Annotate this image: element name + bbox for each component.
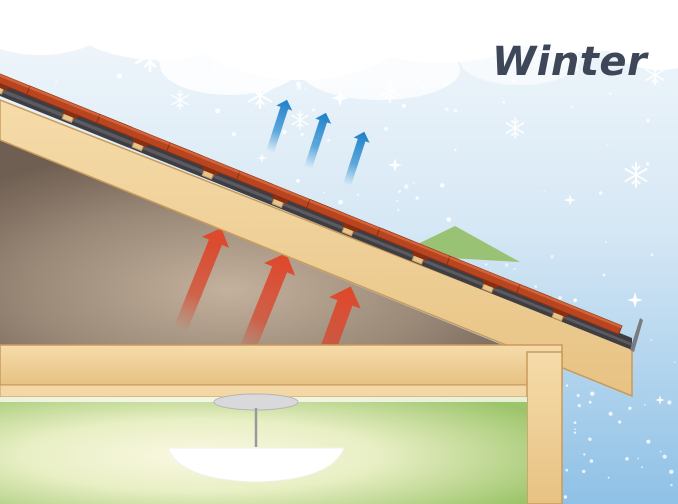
- ceiling-joist: [0, 344, 563, 386]
- sparkle-icon: [564, 194, 576, 206]
- gutter-bracket: [630, 318, 643, 352]
- ceiling-lamp-icon: [167, 393, 345, 483]
- heat-escaping-arrows: [266, 99, 370, 187]
- sparkle-icon: [388, 158, 402, 172]
- wall-post: [526, 351, 563, 504]
- heat-rising-arrow-icon: [237, 253, 296, 358]
- roof-rafter: [0, 99, 633, 398]
- sparkle-icon: [627, 292, 643, 308]
- snow-cloud: [0, 0, 678, 100]
- season-title: Winter: [492, 39, 648, 85]
- sparkle-icon: [257, 153, 267, 163]
- heat-rising-arrow-icon: [173, 228, 230, 333]
- roof-tile: [515, 283, 623, 335]
- heat-escaping-arrow-icon: [343, 131, 370, 187]
- sparkle-icon: [331, 89, 349, 107]
- heat-escaping-arrow-icon: [266, 99, 293, 154]
- sparkle-icon: [494, 54, 506, 66]
- heat-escaping-arrow-icon: [304, 112, 332, 170]
- roof-deck-highlight: [0, 88, 632, 346]
- roof-tiles: [0, 57, 623, 335]
- sparkle-icon: [257, 54, 665, 405]
- sparkle-icon: [655, 395, 665, 405]
